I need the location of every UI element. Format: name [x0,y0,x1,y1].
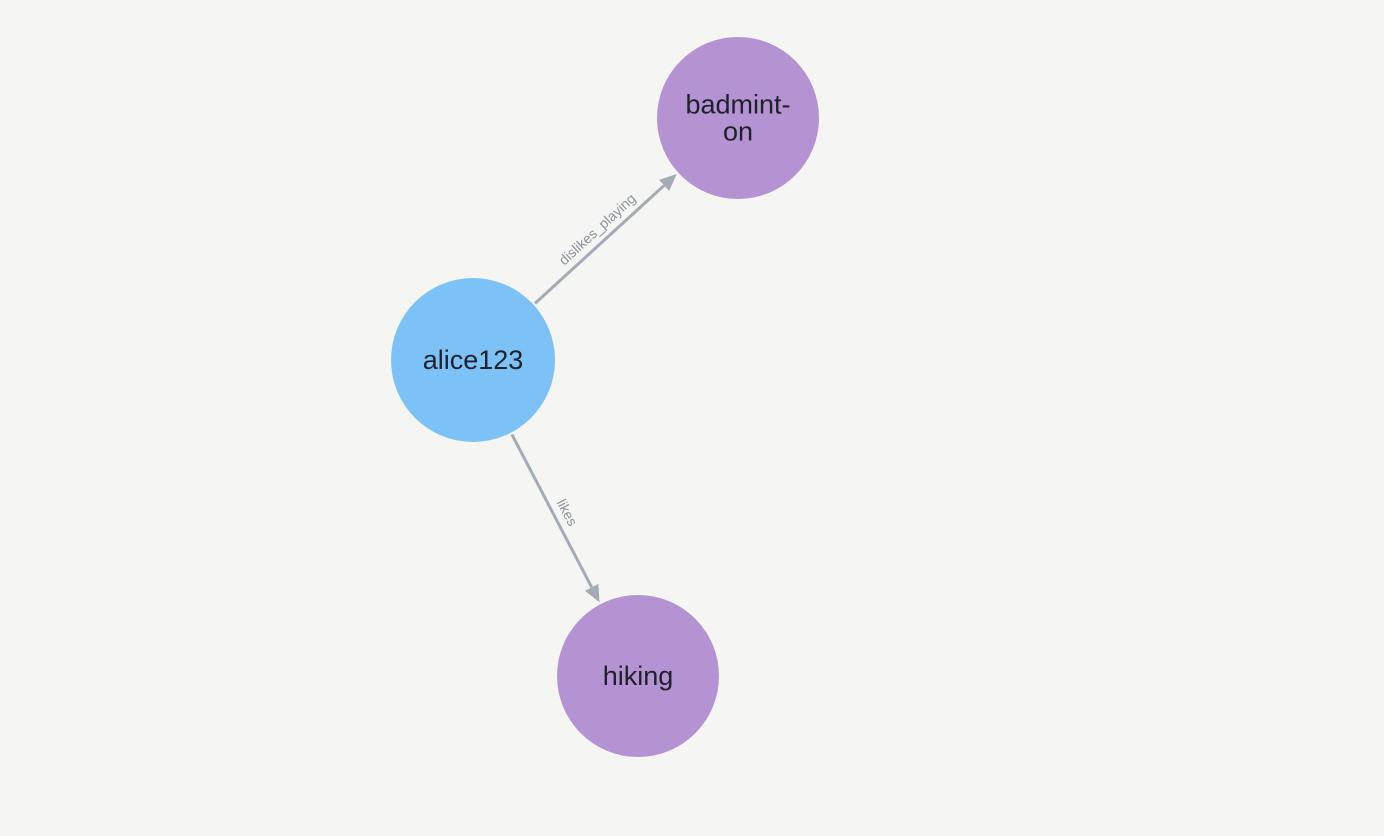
graph-node-badminton[interactable]: badmint-on [657,37,819,199]
node-circle[interactable] [391,278,555,442]
graph-node-hiking[interactable]: hiking [557,595,719,757]
node-circle[interactable] [557,595,719,757]
edge-label: dislikes_playing [556,190,639,268]
arrowhead-icon [659,173,677,191]
graph-edge-dislikes_playing[interactable]: dislikes_playing [534,173,677,305]
graph-node-alice123[interactable]: alice123 [391,278,555,442]
arrowhead-icon [585,583,600,603]
edge-line[interactable] [534,184,666,305]
edge-line[interactable] [510,433,594,589]
graph-edge-likes[interactable]: likes [510,433,600,603]
node-circle[interactable] [657,37,819,199]
